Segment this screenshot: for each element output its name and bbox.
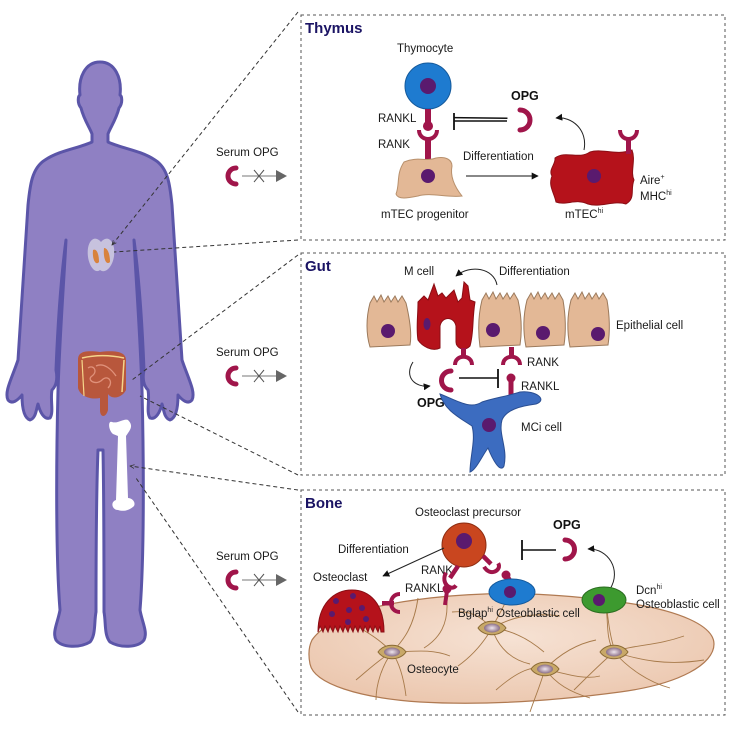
opg-molecule-icon xyxy=(225,165,239,187)
connector-lines xyxy=(112,11,299,713)
nucleus xyxy=(482,418,496,432)
m-cell xyxy=(416,280,476,350)
mtec-hi-label: mTEChi xyxy=(565,208,603,221)
differentiation-arrow xyxy=(382,547,445,577)
aire-label: Aire+ xyxy=(640,174,665,187)
arrow-right-icon xyxy=(276,370,287,382)
femur-bone xyxy=(109,419,135,511)
rank-receptor xyxy=(389,592,401,614)
nucleus xyxy=(421,169,435,183)
opg-molecule-icon xyxy=(562,537,577,562)
rankl-ligand xyxy=(423,121,433,131)
osteoclast-precursor-label: Osteoclast precursor xyxy=(415,507,521,519)
differentiation-label: Differentiation xyxy=(338,544,409,556)
nucleus xyxy=(593,594,605,606)
rank-receptor xyxy=(482,562,501,575)
panel-title: Gut xyxy=(305,258,331,275)
rankl-label: RANKL xyxy=(521,381,560,393)
thymocyte-label: Thymocyte xyxy=(397,43,453,55)
rank-label: RANK xyxy=(378,139,410,151)
blocked-x-icon xyxy=(253,169,265,183)
dcn-line2-label: Osteoblastic cell xyxy=(636,599,720,611)
osteocyte-label: Osteocyte xyxy=(407,664,459,676)
nucleus xyxy=(423,318,431,330)
rank-receptor xyxy=(618,129,639,141)
mtec-progenitor-label: mTEC progenitor xyxy=(381,209,469,221)
opg-molecule-icon xyxy=(517,107,533,133)
nucleus xyxy=(587,169,601,183)
opg-molecule-icon xyxy=(225,569,239,591)
blocked-x-icon xyxy=(253,369,265,383)
osteoclast-nuclei xyxy=(329,593,369,625)
osteocyte-cells xyxy=(377,620,629,677)
human-body-figure xyxy=(5,60,195,648)
mci-cell-label: MCi cell xyxy=(521,422,562,434)
serum-opg-label: Serum OPG xyxy=(216,147,279,159)
bone-panel: Bone Osteocyte Osteoclast precursor xyxy=(300,489,726,716)
panel-title: Thymus xyxy=(305,20,363,37)
serum-opg-gut: Serum OPG xyxy=(216,347,287,387)
serum-opg-label: Serum OPG xyxy=(216,347,279,359)
epithelial-cell-label: Epithelial cell xyxy=(616,320,683,332)
differentiation-label: Differentiation xyxy=(499,266,570,278)
thymus-organ xyxy=(87,238,115,272)
osteoclast-label: Osteoclast xyxy=(313,572,368,584)
rank-receptor xyxy=(501,354,522,366)
thymus-panel: Thymus Thymocyte RANKL RANK OPG mTEC pro… xyxy=(300,14,726,241)
opg-molecule-icon xyxy=(439,368,454,393)
rankl-label: RANKL xyxy=(378,113,417,125)
arrow-right-icon xyxy=(276,170,287,182)
secretion-arrow xyxy=(555,113,586,151)
nucleus xyxy=(504,586,516,598)
bglap-label: Bglaphi Osteoblastic cell xyxy=(458,607,580,620)
rank-label: RANK xyxy=(527,357,559,369)
mhc-label: MHChi xyxy=(640,190,672,203)
rankl-label: RANKL xyxy=(405,583,444,595)
dcn-label: Dcnhi xyxy=(636,584,662,597)
m-cell-label: M cell xyxy=(404,266,434,278)
osteocyte-dendrites xyxy=(355,597,705,713)
opg-label: OPG xyxy=(553,518,581,532)
secretion-arrow xyxy=(409,361,431,391)
gut-panel: Gut M cell Differentiation Epithelial ce… xyxy=(300,252,726,476)
differentiation-label: Differentiation xyxy=(463,151,534,163)
rank-label: RANK xyxy=(421,565,453,577)
opg-label: OPG xyxy=(417,396,445,410)
epithelial-cells xyxy=(366,290,610,348)
intestines-organ xyxy=(78,351,126,416)
nucleus xyxy=(456,533,472,549)
rankl-ligand xyxy=(442,584,452,594)
secretion-arrow xyxy=(587,545,615,590)
serum-opg-label: Serum OPG xyxy=(216,551,279,563)
arrow-right-icon xyxy=(276,574,287,586)
rank-receptor xyxy=(453,354,474,366)
rank-receptor xyxy=(417,129,439,141)
opg-label: OPG xyxy=(511,89,539,103)
panel-title: Bone xyxy=(305,495,343,512)
opg-molecule-icon xyxy=(225,365,239,387)
serum-opg-bone: Serum OPG xyxy=(216,551,287,591)
nucleus xyxy=(420,78,436,94)
serum-opg-thymus: Serum OPG xyxy=(216,147,287,187)
blocked-x-icon xyxy=(253,573,265,587)
mci-cell xyxy=(439,391,542,473)
differentiation-arrow xyxy=(455,268,498,286)
